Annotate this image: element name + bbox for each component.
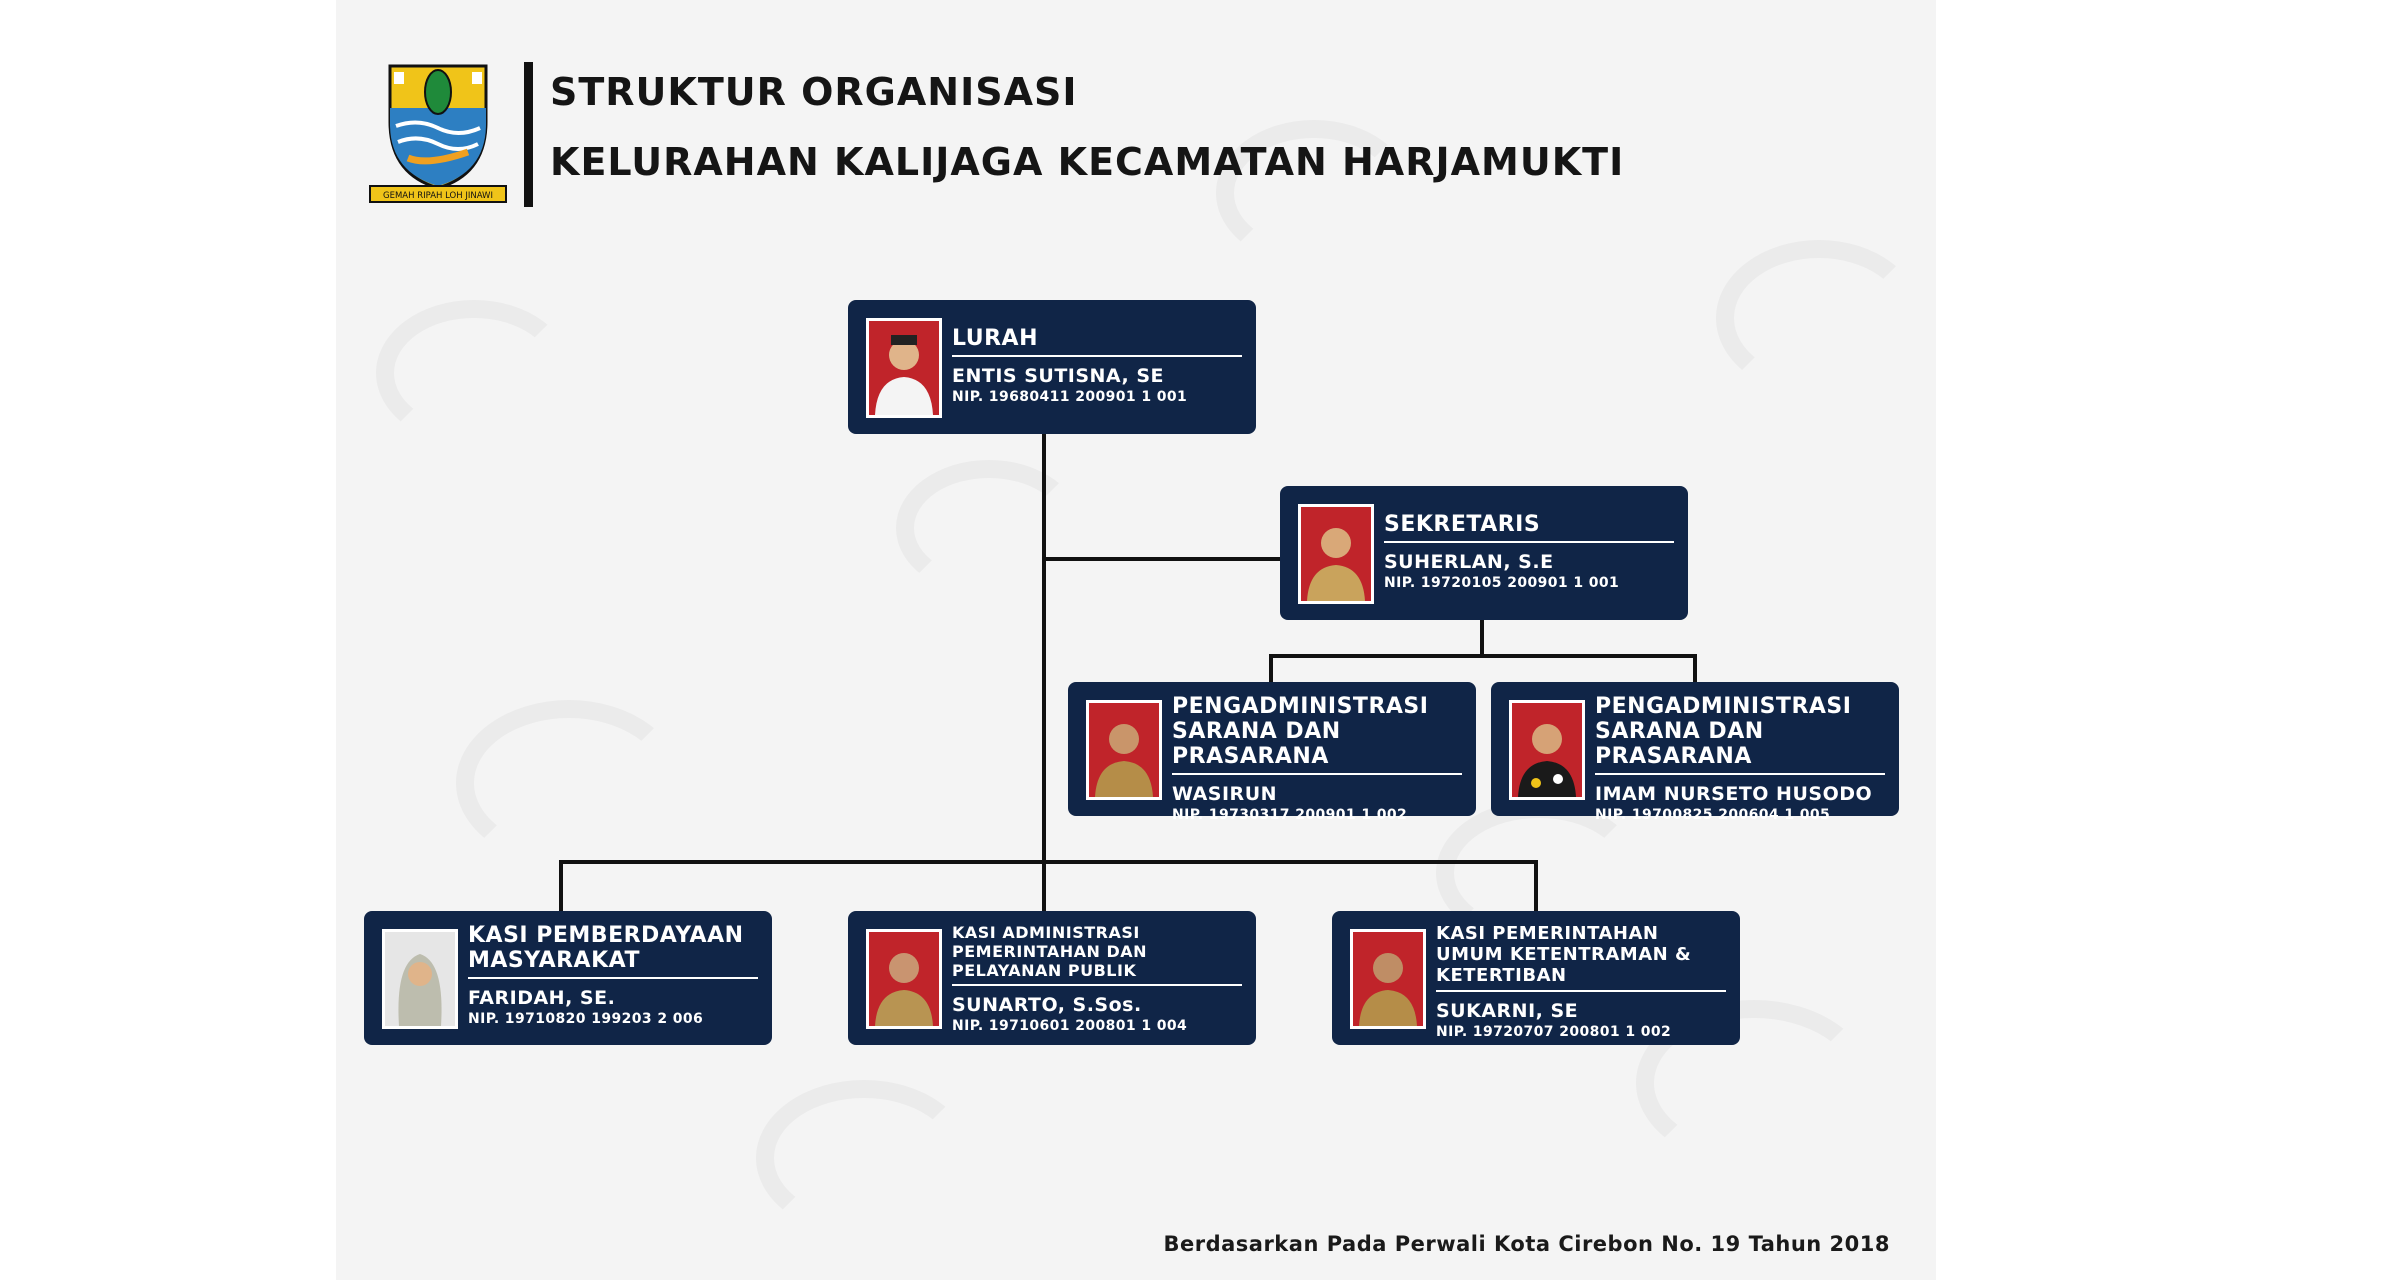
position-title: SEKRETARIS <box>1384 498 1674 543</box>
person-name: SUKARNI, SE <box>1436 1000 1579 1022</box>
position-title: PENGADMINISTRASI SARANA DAN PRASARANA <box>1172 694 1462 775</box>
person-nip: NIP. 19730317 200901 1 002 <box>1172 807 1408 823</box>
footer-note: Berdasarkan Pada Perwali Kota Cirebon No… <box>1163 1232 1890 1256</box>
position-card-kasi-pemerintahan-umum: KASI PEMERINTAHAN UMUM KETENTRAMAN & KET… <box>1332 911 1740 1045</box>
position-card-pengadministrasi-1: PENGADMINISTRASI SARANA DAN PRASARANA WA… <box>1068 682 1476 823</box>
position-title: LURAH <box>952 312 1242 357</box>
person-name: SUHERLAN, S.E <box>1384 551 1554 573</box>
person-name: SUNARTO, S.Sos. <box>952 994 1142 1016</box>
person-nip: NIP. 19710820 199203 2 006 <box>468 1011 704 1027</box>
position-title: KASI PEMBERDAYAAN MASYARAKAT <box>468 923 758 979</box>
person-name: WASIRUN <box>1172 783 1278 805</box>
position-title: KASI PEMERINTAHAN UMUM KETENTRAMAN & KET… <box>1436 923 1726 992</box>
person-photo-icon <box>1509 700 1585 800</box>
cirebon-city-emblem-icon: GEMAH RIPAH LOH JINAWI <box>369 64 507 203</box>
connector-lines <box>559 434 1697 911</box>
page-title: STRUKTUR ORGANISASI <box>550 70 1078 114</box>
page-subtitle: KELURAHAN KALIJAGA KECAMATAN HARJAMUKTI <box>550 140 1625 184</box>
person-photo-icon <box>1298 504 1374 604</box>
org-chart-canvas: GEMAH RIPAH LOH JINAWI STRUKTUR ORGANISA… <box>336 0 1936 1280</box>
title-divider <box>524 62 533 207</box>
position-card-pengadministrasi-2: PENGADMINISTRASI SARANA DAN PRASARANA IM… <box>1491 682 1899 823</box>
emblem-motto: GEMAH RIPAH LOH JINAWI <box>383 191 493 201</box>
position-card-lurah: LURAH ENTIS SUTISNA, SE NIP. 19680411 20… <box>848 300 1256 434</box>
person-name: ENTIS SUTISNA, SE <box>952 365 1164 387</box>
person-name: FARIDAH, SE. <box>468 987 616 1009</box>
person-nip: NIP. 19720105 200901 1 001 <box>1384 575 1620 591</box>
person-photo-icon <box>1350 929 1426 1029</box>
position-card-kasi-administrasi: KASI ADMINISTRASI PEMERINTAHAN DAN PELAY… <box>848 911 1256 1045</box>
person-nip: NIP. 19710601 200801 1 004 <box>952 1018 1188 1034</box>
person-nip: NIP. 19700825 200604 1 005 <box>1595 807 1831 823</box>
person-photo-icon <box>866 929 942 1029</box>
person-nip: NIP. 19680411 200901 1 001 <box>952 389 1188 405</box>
position-card-sekretaris: SEKRETARIS SUHERLAN, S.E NIP. 19720105 2… <box>1280 486 1688 620</box>
person-photo-icon <box>1086 700 1162 800</box>
person-photo-icon <box>382 929 458 1029</box>
person-name: IMAM NURSETO HUSODO <box>1595 783 1873 805</box>
person-nip: NIP. 19720707 200801 1 002 <box>1436 1024 1672 1040</box>
position-card-kasi-pemberdayaan: KASI PEMBERDAYAAN MASYARAKAT FARIDAH, SE… <box>364 911 772 1045</box>
position-title: PENGADMINISTRASI SARANA DAN PRASARANA <box>1595 694 1885 775</box>
person-photo-icon <box>866 318 942 418</box>
position-title: KASI ADMINISTRASI PEMERINTAHAN DAN PELAY… <box>952 923 1242 986</box>
